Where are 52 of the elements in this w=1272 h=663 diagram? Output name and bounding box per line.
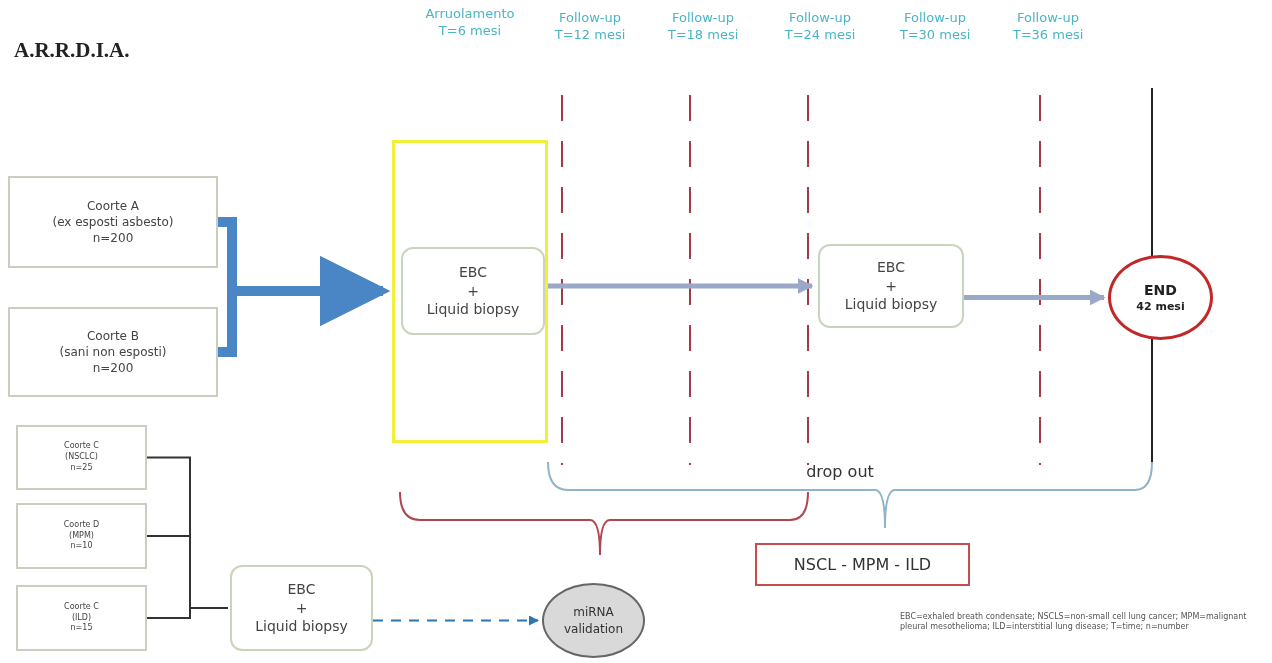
node-text: n=200	[92, 230, 134, 247]
node-text: Liquid biopsy	[844, 295, 938, 315]
timepoint-label: Follow-up T=12 mesi	[553, 10, 627, 44]
cohort-box	[16, 503, 147, 569]
node-text: (NSCLC)	[65, 452, 98, 463]
node-text: NSCL - MPM - ILD	[793, 553, 932, 576]
node-text: EBC	[877, 257, 905, 277]
node-text: Liquid biopsy	[255, 617, 348, 637]
node-text: +	[885, 276, 897, 296]
node-text: +	[467, 281, 479, 301]
timepoint-label: Follow-up T=36 mesi	[1011, 10, 1085, 44]
arrow	[372, 615, 539, 626]
node-text: n=15	[70, 623, 93, 635]
node-text: Liquid biopsy	[426, 300, 520, 320]
bracket-label: drop out	[805, 462, 875, 483]
node-text: (sani non esposti)	[59, 343, 167, 361]
timepoint-label: Follow-up T=30 mesi	[898, 10, 972, 44]
cohort-box	[8, 307, 218, 397]
arrow	[964, 289, 1106, 306]
node-text: n=10	[70, 541, 93, 553]
sample-box	[230, 565, 373, 651]
node-text: Coorte A	[86, 197, 140, 214]
arrow	[545, 278, 814, 294]
cohort-box	[16, 585, 147, 651]
node-text: miRNA validation	[562, 604, 625, 637]
node-text: EBC	[287, 579, 316, 599]
node-text: (MPM)	[69, 530, 94, 541]
cohort-box	[16, 425, 147, 490]
node-text: Coorte C	[64, 601, 99, 613]
sample-box	[818, 244, 964, 328]
bracket-connector	[146, 607, 229, 619]
node-text: Coorte B	[86, 327, 140, 344]
node-text: n=25	[70, 462, 93, 474]
title: A.R.R.D.I.A.	[14, 38, 130, 63]
node-text: 42 mesi	[1136, 299, 1185, 315]
node-text: +	[295, 598, 308, 618]
node-text: Coorte D	[63, 519, 100, 531]
highlight-frame	[392, 140, 548, 443]
node-text: END	[1144, 280, 1177, 300]
timepoint-label: Follow-up T=18 mesi	[666, 10, 740, 44]
diagnosis-box	[755, 543, 970, 586]
node-text: (ex esposti asbesto)	[52, 213, 174, 231]
timepoint-label: Arruolamento T=6 mesi	[424, 6, 516, 40]
node-text: EBC	[459, 262, 487, 282]
sample-box	[401, 247, 545, 335]
node-text: Coorte C	[64, 441, 99, 452]
timepoint-label: Follow-up T=24 mesi	[783, 10, 857, 44]
footnote: EBC=exhaled breath condensate; NSCLS=non-small cell lung cancer; MPM=malignant pleural mesothelioma; ILD=interstitial lung disease; T=time; n=number	[900, 612, 1248, 633]
node-text: n=200	[92, 360, 134, 377]
node-text: (ILD)	[71, 612, 92, 623]
arrow	[218, 256, 390, 357]
cohort-box	[8, 176, 218, 268]
